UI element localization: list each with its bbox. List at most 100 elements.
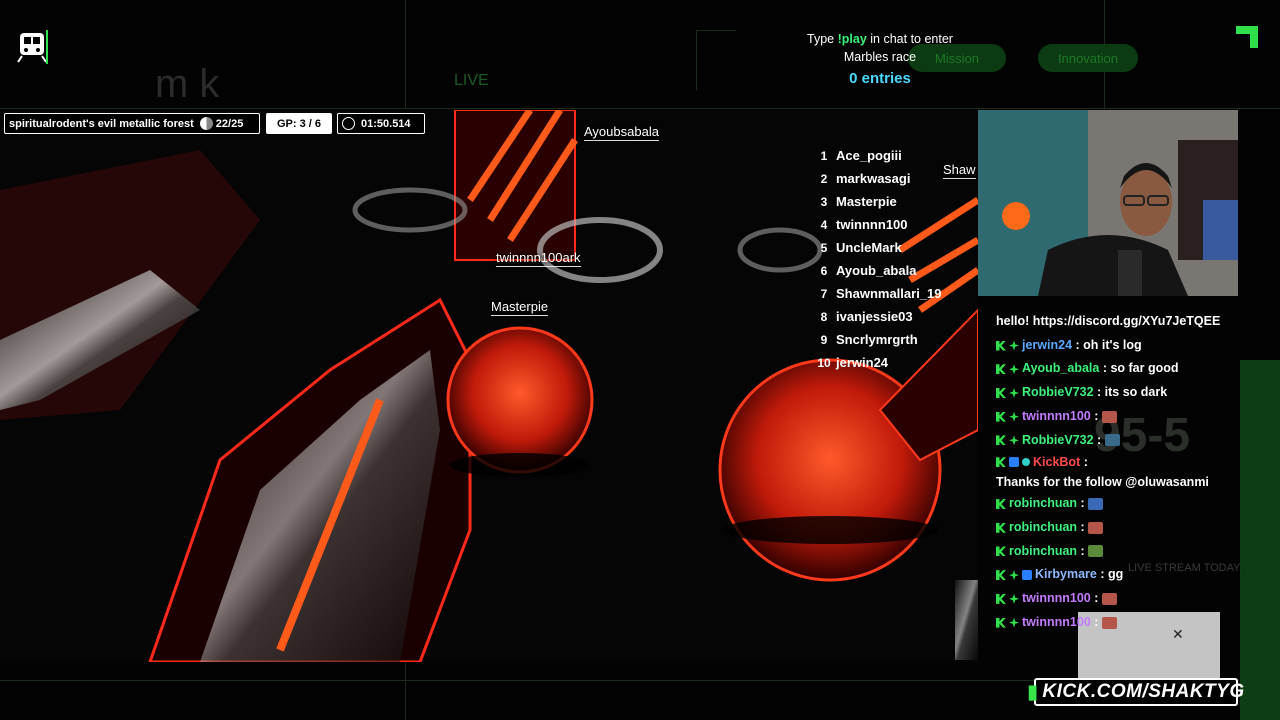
chat-colon: :	[1077, 543, 1089, 558]
racer-name: markwasagi	[836, 171, 911, 186]
marble-label: Shaw	[943, 162, 976, 179]
kick-badge-icon	[996, 546, 1006, 557]
webcam-feed	[978, 110, 1238, 296]
leaderboard-row: 3 Masterpie	[812, 190, 982, 213]
streamer-camera	[978, 110, 1238, 296]
pill-innovation: Innovation	[1038, 44, 1138, 72]
chat-message: RobbieV732 :	[996, 429, 1236, 453]
racer-name: Ayoub_abala	[836, 263, 917, 278]
chat-colon: :	[1093, 385, 1105, 400]
channel-url: KICK.COM/SHAKTYG	[1042, 681, 1245, 702]
chat-colon: :	[1080, 455, 1092, 470]
emote-icon	[1088, 521, 1104, 534]
bg-livestream: LIVE STREAM TODAY.	[1128, 562, 1243, 574]
rank: 6	[820, 263, 828, 278]
leaderboard-row: 9 Sncrlymrgrth	[812, 328, 982, 351]
chat-message: twinnnn100 :	[996, 587, 1236, 611]
chat-username[interactable]: robinchuan	[1009, 519, 1078, 534]
chat-text: so far good	[1110, 361, 1179, 376]
chat-colon: :	[1090, 408, 1102, 423]
star-badge-icon	[1009, 435, 1019, 446]
rank: 7	[820, 286, 828, 301]
kick-badge-icon	[996, 522, 1006, 533]
chat-panel: hello! https://discord.gg/XYu7JeTQEE jer…	[996, 310, 1236, 634]
game-scene	[0, 110, 978, 662]
bg-live-text: LIVE	[454, 72, 489, 89]
chat-username[interactable]: KickBot	[1033, 455, 1081, 470]
promo-line2: Marbles race	[843, 50, 917, 64]
chat-username[interactable]: robinchuan	[1009, 543, 1078, 558]
emote-icon	[1101, 616, 1117, 629]
kick-badge-icon	[996, 593, 1006, 604]
chat-text: its so dark	[1104, 385, 1168, 400]
rank: 2	[820, 171, 828, 186]
chat-username[interactable]: twinnnn100	[1022, 408, 1091, 423]
chat-message: robinchuan :	[996, 516, 1236, 540]
game-viewport[interactable]	[0, 110, 978, 662]
verified-badge-icon	[1022, 458, 1030, 467]
star-badge-icon	[1009, 340, 1019, 351]
race-timer: 01:50.514	[337, 113, 425, 134]
pill-mission: Mission	[908, 44, 1006, 72]
chat-username[interactable]: Ayoub_abala	[1022, 361, 1100, 376]
maze-line	[696, 30, 736, 31]
chat-username[interactable]: robinchuan	[1009, 496, 1078, 511]
chat-username[interactable]: jerwin24	[1022, 337, 1073, 352]
leaderboard-row: 2 markwasagi	[812, 167, 982, 190]
chat-username[interactable]: RobbieV732	[1022, 385, 1094, 400]
kick-badge-icon	[996, 435, 1006, 446]
rank: 5	[820, 240, 828, 255]
racer-name: Shawnmallari_19	[836, 286, 942, 301]
chat-message: robinchuan :	[996, 492, 1236, 516]
chat-colon: :	[1096, 567, 1108, 582]
kick-badge-icon	[996, 457, 1006, 468]
sub-badge-icon	[1022, 570, 1032, 581]
chat-message: robinchuan :	[996, 540, 1236, 564]
chat-username[interactable]: twinnnn100	[1022, 591, 1091, 606]
emote-icon	[1088, 498, 1104, 511]
chat-message: KickBot : Thanks for the follow @oluwasa…	[996, 452, 1236, 492]
kick-channel-banner[interactable]: ▮ KICK.COM/SHAKTYG	[1027, 678, 1244, 706]
kick-badge-icon	[996, 340, 1006, 351]
emote-icon	[1088, 545, 1104, 558]
chat-username[interactable]: twinnnn100	[1022, 614, 1091, 629]
chat-text: gg	[1107, 567, 1124, 582]
timer-value: 01:50.514	[361, 117, 411, 130]
racer-name: Masterpie	[836, 194, 897, 209]
marbles-left: 22/25	[215, 117, 244, 130]
star-badge-icon	[1009, 570, 1019, 581]
play-command: !play	[837, 32, 867, 46]
promo-prefix: Type	[807, 32, 838, 46]
chat-message: twinnnn100 :	[996, 405, 1236, 429]
bg-green-panel	[1240, 360, 1280, 720]
rank: 3	[820, 194, 828, 209]
kick-badge-icon	[996, 570, 1006, 581]
chat-message: RobbieV732 : its so dark	[996, 381, 1236, 405]
chat-username[interactable]: Kirbymare	[1035, 567, 1097, 582]
star-badge-icon	[1009, 593, 1019, 604]
marble-label: Masterpie	[491, 299, 549, 316]
chat-colon: :	[1099, 361, 1111, 376]
racer-name: Ace_pogiii	[836, 148, 902, 163]
chat-text: Thanks for the follow @oluwasanmi	[996, 475, 1209, 490]
racer-name: twinnnn100	[836, 217, 908, 232]
leaderboard-row: 7 Shawnmallari_19	[812, 282, 982, 305]
divider-bottom	[0, 680, 1034, 681]
racer-name: Sncrlymrgrth	[836, 332, 918, 347]
rank: 9	[820, 332, 828, 347]
kick-badge-icon	[996, 364, 1006, 375]
rank: 10	[817, 355, 831, 370]
star-badge-icon	[1009, 387, 1019, 398]
chat-colon: :	[1077, 519, 1089, 534]
marble-label: Ayoubsabala	[584, 124, 659, 141]
marble-label: twinnnn100ark	[496, 250, 581, 267]
star-badge-icon	[1009, 364, 1019, 375]
chat-username[interactable]: RobbieV732	[1022, 432, 1094, 447]
chat-colon: :	[1072, 337, 1084, 352]
